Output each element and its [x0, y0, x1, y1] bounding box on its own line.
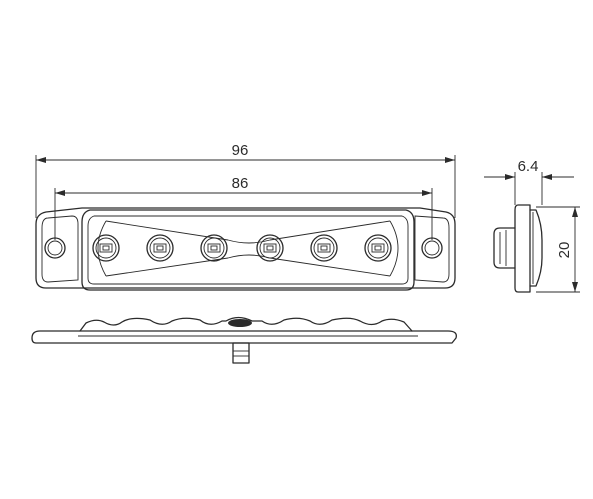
dimension-label-86: 86 — [232, 175, 249, 192]
dimension-label-96: 96 — [232, 142, 249, 159]
side-base-plate — [514, 204, 531, 293]
dimension-label-20: 20 — [556, 242, 573, 259]
side-connector — [493, 227, 516, 269]
led-2 — [146, 234, 174, 262]
lens-inner — [87, 215, 409, 285]
led-3 — [200, 234, 228, 262]
right-ear-inner — [414, 215, 450, 283]
led-1 — [92, 234, 120, 262]
led-4 — [256, 234, 284, 262]
led-5 — [310, 234, 338, 262]
dimension-label-6-4: 6.4 — [518, 158, 539, 175]
side-view — [493, 204, 543, 293]
bottom-base-plate — [31, 330, 457, 344]
dimension-depth: 6.4 — [484, 158, 574, 205]
dimension-hole-spacing: 86 — [54, 175, 433, 240]
lens-facets — [97, 220, 399, 277]
side-lens-body — [529, 209, 543, 287]
left-ear-inner — [41, 215, 79, 283]
bottom-connector-top — [228, 319, 252, 327]
bottom-lens-profile — [79, 316, 413, 332]
lens-outer — [81, 209, 415, 291]
led-6 — [364, 234, 392, 262]
base-plate-outline — [35, 207, 456, 289]
bottom-view — [31, 316, 457, 364]
mounting-hole-left-inner — [47, 240, 63, 256]
dimension-overall-length: 96 — [35, 142, 456, 218]
bottom-cable-stem — [232, 342, 250, 364]
mounting-hole-right-inner — [424, 240, 440, 256]
front-view — [35, 207, 456, 291]
dimension-height: 20 — [536, 206, 580, 293]
